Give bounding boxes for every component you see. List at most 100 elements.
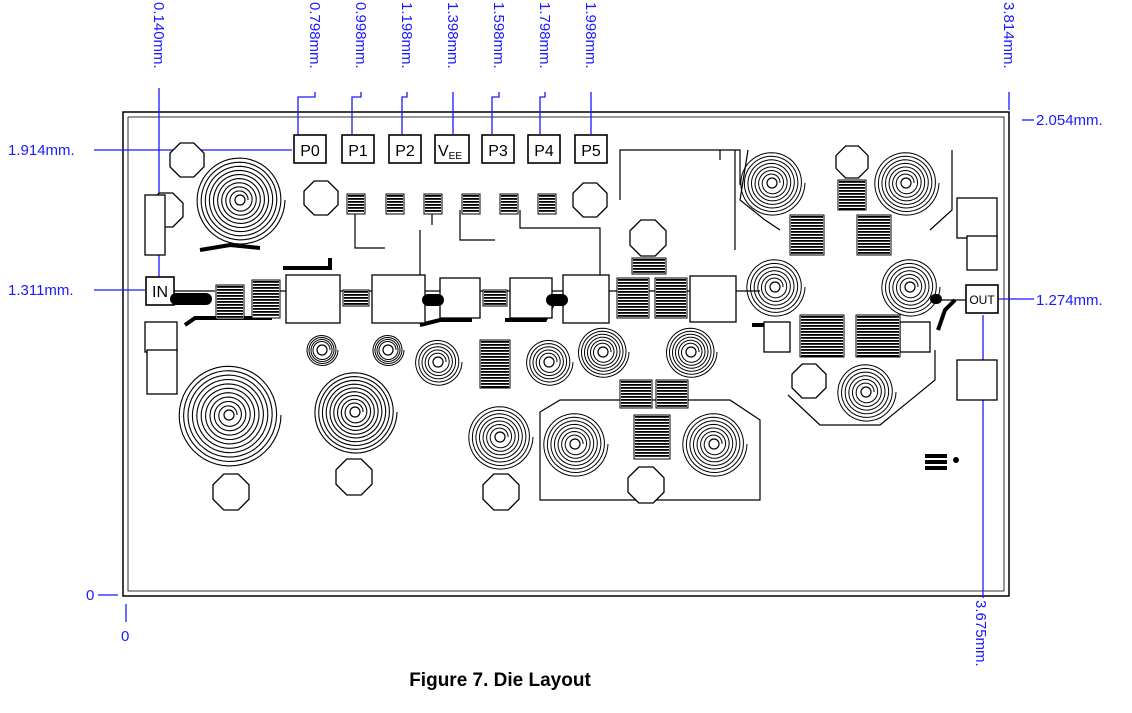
edge-pad-right-bottom	[956, 359, 998, 401]
transistor-in-b-finger	[253, 284, 279, 286]
transistor-right-b-finger	[858, 243, 890, 245]
transistor-out-a-finger	[801, 334, 843, 336]
dim-top-1198: 1.198mm.	[398, 2, 415, 69]
dim-top-0998: 0.998mm.	[352, 2, 369, 69]
pad-vee-label: VEE	[438, 143, 462, 162]
bias-device-0-finger	[348, 198, 364, 200]
transistor-right-b-finger	[858, 228, 890, 230]
transistor-mid-a-finger	[618, 312, 648, 314]
transistor-mid-top-finger	[633, 262, 665, 264]
dim-bottom-origin: 0	[121, 628, 129, 645]
transistor-out-a-finger	[801, 328, 843, 330]
transistor-in-b-finger	[253, 290, 279, 292]
pad-p5	[574, 134, 608, 164]
transistor-mid-b-finger	[656, 300, 686, 302]
transistor-in-a-finger	[217, 292, 243, 294]
transistor-right-top-finger	[839, 193, 865, 195]
inductor-top-right-a-center-pad	[766, 177, 778, 189]
mim-cap-5	[562, 274, 610, 324]
transistor-stage-1-finger	[344, 294, 368, 296]
transistor-lower-stack-finger	[635, 428, 669, 430]
transistor-right-b-finger	[858, 225, 890, 227]
transistor-out-b-finger	[857, 322, 899, 324]
inductor-small-d-center-pad	[543, 356, 555, 368]
transistor-in-a-finger	[217, 310, 243, 312]
transistor-mid-b-finger	[656, 306, 686, 308]
transistor-mid-a-finger	[618, 285, 648, 287]
transistor-mid-a-finger	[618, 294, 648, 296]
transistor-right-top-finger	[839, 187, 865, 189]
pad-p3-label: P3	[488, 143, 508, 160]
transistor-lower-a-finger	[621, 402, 651, 404]
transistor-in-a-finger	[217, 307, 243, 309]
pad-in-label: IN	[152, 284, 168, 301]
transistor-mid-a-finger	[618, 306, 648, 308]
bias-device-4-finger	[501, 210, 517, 212]
transistor-right-top-finger	[839, 181, 865, 183]
bias-device-5-finger	[539, 198, 555, 200]
bias-device-3-finger	[463, 201, 479, 203]
bias-device-2-finger	[425, 198, 441, 200]
inductor-bottom-left	[178, 365, 282, 467]
die-id-mark	[925, 460, 947, 464]
transistor-mid-b-finger	[656, 309, 686, 311]
dim-top-1998: 1.998mm.	[582, 2, 599, 69]
transistor-mid-b-finger	[656, 288, 686, 290]
transistor-lower-stack-finger	[635, 455, 669, 457]
inductor-small-b-center-pad	[382, 344, 394, 356]
pad-p5-label: P5	[581, 143, 601, 160]
transistor-center-finger	[481, 344, 509, 346]
transistor-out-b-finger	[857, 337, 899, 339]
transistor-right-a-finger	[791, 216, 823, 218]
transistor-right-a-finger	[791, 231, 823, 233]
bias-device-2-finger	[425, 210, 441, 212]
transistor-center-finger	[481, 371, 509, 373]
transistor-center-finger	[481, 341, 509, 343]
transistor-lower-b-finger	[657, 393, 687, 395]
transistor-out-a-finger	[801, 331, 843, 333]
transistor-center-finger	[481, 359, 509, 361]
dim-top-1398: 1.398mm.	[444, 2, 461, 69]
bias-device-2-finger	[425, 204, 441, 206]
transistor-out-a-finger	[801, 337, 843, 339]
bias-device-1-finger	[387, 207, 403, 209]
bias-device-4-finger	[501, 204, 517, 206]
transistor-center-finger	[481, 383, 509, 385]
inductor-small-a	[306, 334, 339, 367]
transistor-stage-2-finger	[484, 297, 506, 299]
transistor-lower-b-finger	[657, 381, 687, 383]
transistor-right-b-finger	[858, 252, 890, 254]
transistor-mid-a-finger	[618, 288, 648, 290]
transistor-right-a-finger	[791, 240, 823, 242]
transistor-out-b-finger	[857, 349, 899, 351]
pad-p0-label: P0	[300, 143, 320, 160]
transistor-lower-b-finger	[657, 390, 687, 392]
bias-device-2-finger	[425, 201, 441, 203]
transistor-lower-b-finger	[657, 387, 687, 389]
transistor-in-b-finger	[253, 287, 279, 289]
transistor-right-top-finger	[839, 190, 865, 192]
transistor-out-a-finger	[801, 346, 843, 348]
transistor-mid-b-finger	[656, 285, 686, 287]
transistor-in-b-finger	[253, 311, 279, 313]
transistor-in-a-finger	[217, 298, 243, 300]
octo-pad-bottom-1	[212, 473, 250, 511]
dc-block-in	[170, 293, 212, 305]
inductor-bottom-center-left-center-pad	[349, 406, 361, 418]
inductor-small-b	[372, 334, 405, 367]
transistor-lower-a-finger	[621, 384, 651, 386]
octo-pad-bottom-3	[482, 473, 520, 511]
transistor-lower-stack-finger	[635, 437, 669, 439]
inductor-small-a-center-pad	[316, 344, 328, 356]
transistor-lower-a-finger	[621, 405, 651, 407]
transistor-mid-a-finger	[618, 282, 648, 284]
pad-p1-label: P1	[348, 143, 368, 160]
inductor-bottom-middle-center-pad	[494, 431, 506, 443]
transistor-center-finger	[481, 386, 509, 388]
transistor-center-finger	[481, 374, 509, 376]
transistor-in-b-finger	[253, 302, 279, 304]
transistor-right-top-finger	[839, 208, 865, 210]
bias-device-0-finger	[348, 201, 364, 203]
transistor-right-a-finger	[791, 252, 823, 254]
